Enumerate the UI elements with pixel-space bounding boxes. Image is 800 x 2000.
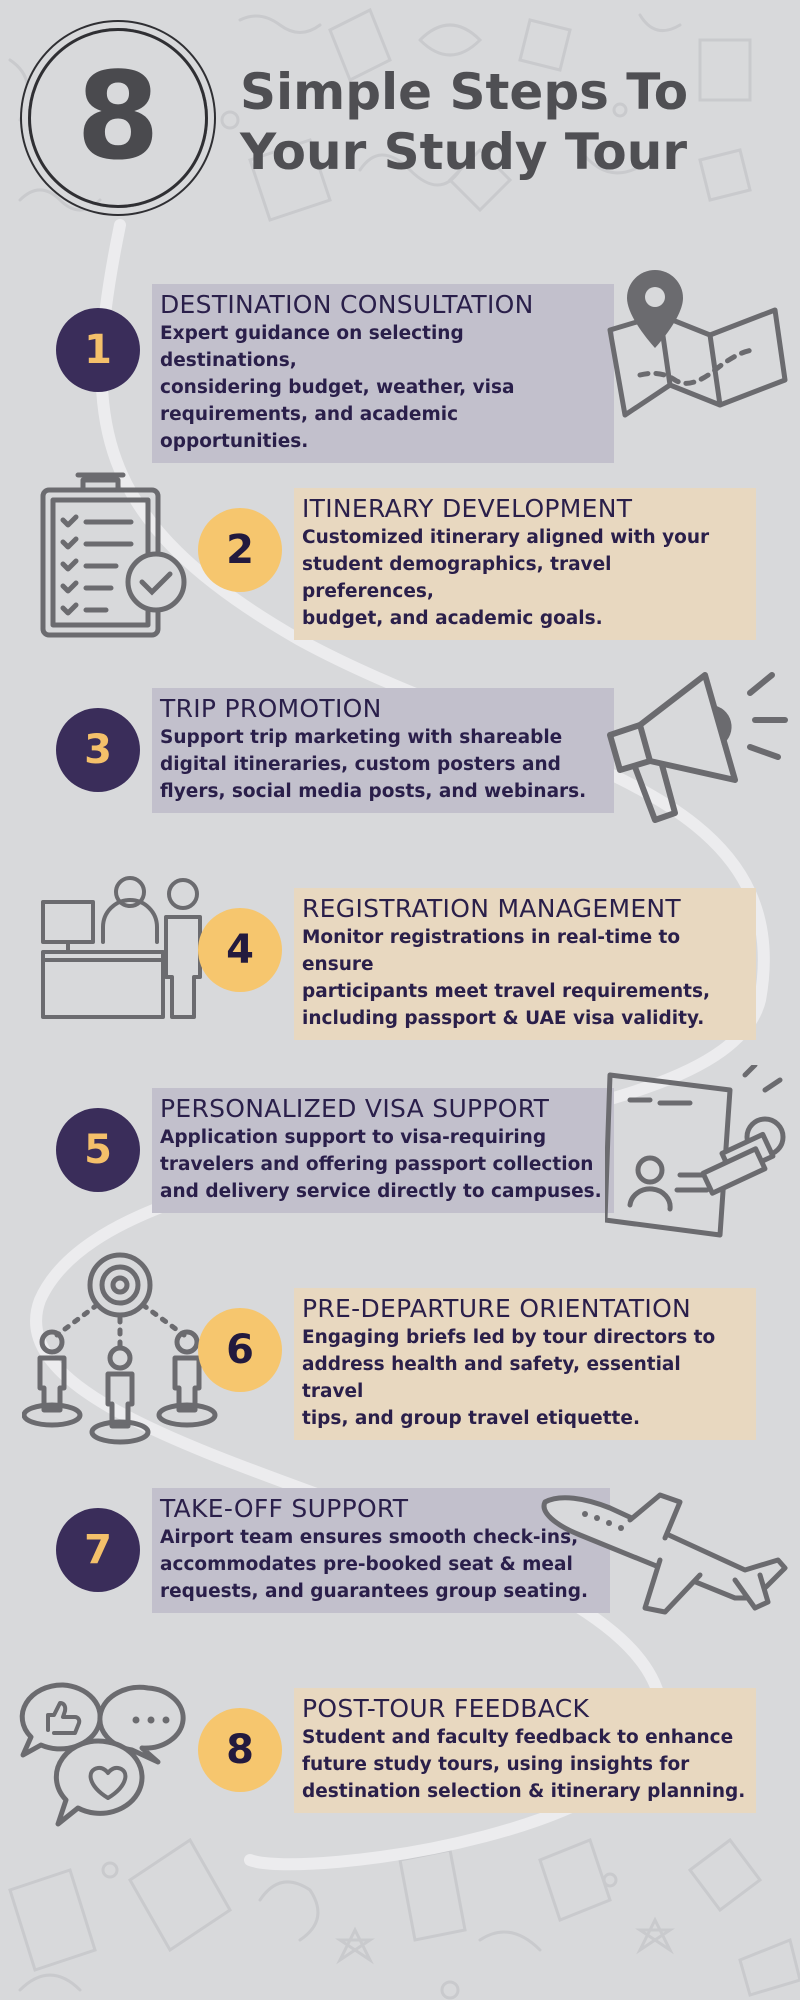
step-4-desc-line-2: participants meet travel requirements, bbox=[302, 981, 711, 1002]
group-target-icon bbox=[22, 1252, 218, 1445]
page-title-line-1: Simple Steps To bbox=[240, 63, 689, 121]
step-8-desc-line-1: Student and faculty feedback to enhance bbox=[302, 1727, 734, 1748]
page-title: Simple Steps To Your Study Tour bbox=[240, 62, 780, 182]
step-2-desc-line-2: student demographics, travel preferences… bbox=[302, 554, 612, 602]
step-7-title: TAKE-OFF SUPPORT bbox=[160, 1494, 409, 1523]
step-5-card: PERSONALIZED VISA SUPPORT Application su… bbox=[152, 1088, 614, 1213]
step-6-desc-line-1: Engaging briefs led by tour directors to bbox=[302, 1327, 716, 1348]
step-4-desc-line-1: Monitor registrations in real-time to en… bbox=[302, 927, 681, 975]
step-2-title: ITINERARY DEVELOPMENT bbox=[302, 494, 633, 523]
step-3-number: 3 bbox=[56, 708, 140, 792]
page-title-line-2: Your Study Tour bbox=[240, 123, 687, 181]
step-4-number: 4 bbox=[198, 908, 282, 992]
step-1-desc-line-1: Expert guidance on selecting destination… bbox=[160, 323, 464, 371]
step-1-number: 1 bbox=[56, 308, 140, 392]
megaphone-icon bbox=[607, 672, 788, 823]
step-7-card: TAKE-OFF SUPPORT Airport team ensures sm… bbox=[152, 1488, 610, 1613]
step-6-number: 6 bbox=[198, 1308, 282, 1392]
step-1-desc-line-2: considering budget, weather, visa bbox=[160, 377, 515, 398]
step-6-card: PRE-DEPARTURE ORIENTATION Engaging brief… bbox=[294, 1288, 756, 1440]
step-7-desc-line-3: requests, and guarantees group seating. bbox=[160, 1581, 588, 1602]
clipboard-checklist-icon bbox=[40, 472, 187, 638]
passport-stamp-icon bbox=[605, 1065, 786, 1238]
step-8-desc-line-2: future study tours, using insights for bbox=[302, 1754, 690, 1775]
step-7-number: 7 bbox=[56, 1508, 140, 1592]
airplane-icon bbox=[541, 1492, 788, 1615]
reception-desk-icon bbox=[41, 876, 202, 1019]
step-8-card: POST-TOUR FEEDBACK Student and faculty f… bbox=[294, 1688, 756, 1813]
step-8-number: 8 bbox=[198, 1708, 282, 1792]
step-6-desc-line-3: tips, and group travel etiquette. bbox=[302, 1408, 640, 1429]
step-6-title: PRE-DEPARTURE ORIENTATION bbox=[302, 1294, 692, 1323]
step-3-desc-line-1: Support trip marketing with shareable bbox=[160, 727, 563, 748]
step-8-desc-line-3: destination selection & itinerary planni… bbox=[302, 1781, 746, 1802]
step-1-title: DESTINATION CONSULTATION bbox=[160, 290, 534, 319]
step-1-card: DESTINATION CONSULTATION Expert guidance… bbox=[152, 284, 614, 463]
step-3-desc-line-3: flyers, social media posts, and webinars… bbox=[160, 781, 587, 802]
step-2-card: ITINERARY DEVELOPMENT Customized itinera… bbox=[294, 488, 756, 640]
feedback-bubbles-icon bbox=[19, 1682, 186, 1827]
header-number: 8 bbox=[76, 48, 160, 187]
step-3-title: TRIP PROMOTION bbox=[160, 694, 382, 723]
step-2-desc-line-3: budget, and academic goals. bbox=[302, 608, 603, 629]
step-5-desc-line-2: travelers and offering passport collecti… bbox=[160, 1154, 594, 1175]
step-4-card: REGISTRATION MANAGEMENT Monitor registra… bbox=[294, 888, 756, 1040]
map-pin-icon bbox=[607, 270, 788, 418]
step-3-card: TRIP PROMOTION Support trip marketing wi… bbox=[152, 688, 614, 813]
header-number-badge: 8 bbox=[28, 28, 208, 208]
step-7-desc-line-1: Airport team ensures smooth check-ins, bbox=[160, 1527, 579, 1548]
step-4-title: REGISTRATION MANAGEMENT bbox=[302, 894, 681, 923]
step-7-desc-line-2: accommodates pre-booked seat & meal bbox=[160, 1554, 573, 1575]
step-1-desc-line-3: requirements, and academic opportunities… bbox=[160, 404, 459, 452]
step-2-desc-line-1: Customized itinerary aligned with your bbox=[302, 527, 710, 548]
step-5-number: 5 bbox=[56, 1108, 140, 1192]
step-8-title: POST-TOUR FEEDBACK bbox=[302, 1694, 590, 1723]
step-5-desc-line-3: and delivery service directly to campuse… bbox=[160, 1181, 602, 1202]
step-4-desc-line-3: including passport & UAE visa validity. bbox=[302, 1008, 705, 1029]
step-5-title: PERSONALIZED VISA SUPPORT bbox=[160, 1094, 550, 1123]
step-5-desc-line-1: Application support to visa-requiring bbox=[160, 1127, 547, 1148]
step-3-desc-line-2: digital itineraries, custom posters and bbox=[160, 754, 561, 775]
step-6-desc-line-2: address health and safety, essential tra… bbox=[302, 1354, 681, 1402]
step-2-number: 2 bbox=[198, 508, 282, 592]
